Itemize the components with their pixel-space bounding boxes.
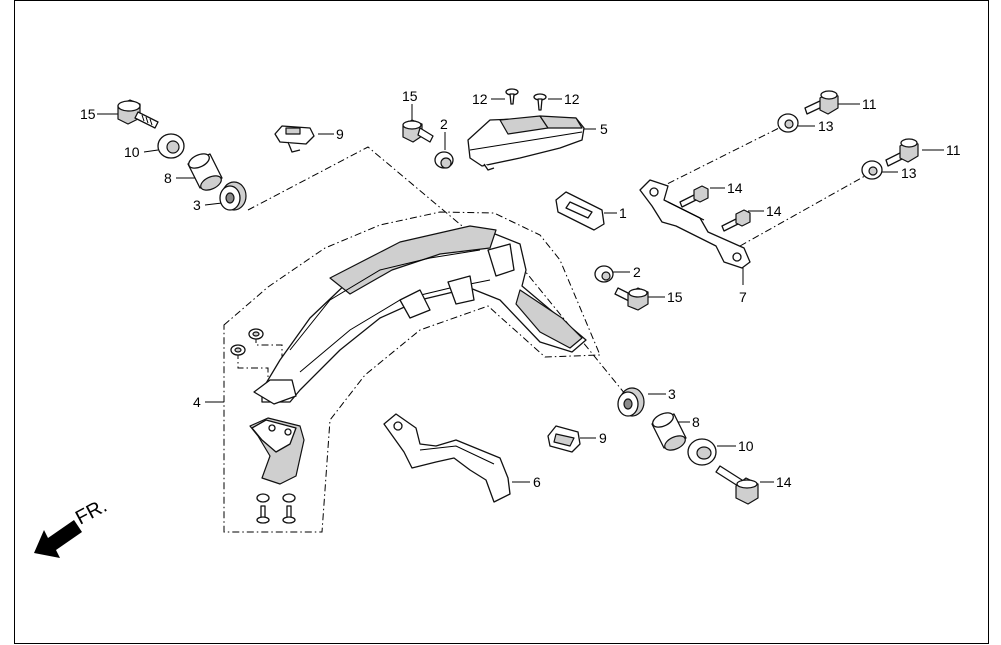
bracket-7 — [639, 179, 751, 269]
bolt-14-bracket-a — [679, 185, 709, 208]
front-direction-arrow-icon — [34, 520, 82, 558]
front-label: FR. — [72, 495, 111, 530]
part-callout-11: 11 — [946, 142, 961, 158]
part-callout-9: 9 — [336, 126, 344, 142]
flap-path — [237, 352, 269, 385]
part-callout-9: 9 — [599, 430, 607, 446]
mud-flap — [249, 379, 305, 485]
part-callout-13: 13 — [818, 118, 834, 134]
part-callout-12: 12 — [564, 91, 580, 107]
part-callout-8: 8 — [692, 414, 700, 430]
part-callout-3: 3 — [668, 386, 676, 402]
part-callout-12: 12 — [472, 91, 488, 107]
screw-bottom-left — [256, 493, 270, 524]
flange-bolt-15-center — [402, 119, 434, 143]
part-callout-15: 15 — [402, 88, 418, 104]
gasket-1 — [555, 191, 605, 231]
leader-lines — [97, 98, 944, 483]
diagram-frame — [14, 0, 989, 644]
speed-nut-clip-9-bottom — [547, 425, 581, 453]
rear-mudguard-4 — [261, 225, 587, 403]
collar-2-right — [594, 265, 614, 283]
collar-2-top — [434, 151, 454, 169]
washer-fender-a — [230, 344, 246, 356]
part-callout-14: 14 — [776, 474, 792, 490]
license-light-cover-5 — [467, 115, 585, 171]
part-callout-11: 11 — [862, 96, 877, 112]
part-callout-1: 1 — [619, 205, 627, 221]
front-direction-indicator: FR. — [34, 495, 111, 558]
screw-12-right — [533, 93, 547, 111]
bracket-path-a — [654, 124, 786, 191]
bolt-11-lower — [885, 138, 919, 167]
part-callout-3: 3 — [193, 197, 201, 213]
bracket-path-b — [739, 171, 873, 247]
washer-fender-b — [248, 328, 264, 340]
speed-nut-clip-9-top — [274, 125, 315, 153]
bracket-6 — [383, 413, 511, 503]
part-callout-14: 14 — [766, 203, 782, 219]
washer-13-lower — [861, 160, 883, 180]
part-callout-13: 13 — [901, 165, 917, 181]
part-callout-15: 15 — [667, 289, 683, 305]
part-callout-2: 2 — [440, 116, 448, 132]
bolt-path-upper — [247, 146, 506, 263]
flap-path-b — [255, 336, 283, 380]
part-callout-7: 7 — [739, 289, 747, 305]
part-callout-10: 10 — [124, 144, 140, 160]
bolt-11-upper — [804, 90, 839, 115]
flange-bolt-14-right — [715, 465, 759, 505]
collar-8-right — [651, 412, 687, 451]
bolt-14-bracket-b — [721, 209, 751, 232]
flange-bolt-15-right — [614, 287, 649, 311]
part-callout-10: 10 — [738, 438, 754, 454]
grommet-3-left — [219, 181, 247, 211]
part-callout-8: 8 — [164, 170, 172, 186]
part-callout-14: 14 — [727, 180, 743, 196]
part-callout-15: 15 — [80, 106, 96, 122]
screw-bottom-right — [282, 493, 296, 524]
washer-10-left — [157, 133, 185, 159]
part-callout-4: 4 — [193, 394, 201, 410]
part-callout-2: 2 — [633, 264, 641, 280]
mudguard-assembly-outline — [223, 211, 601, 533]
grommet-3-right — [617, 387, 645, 417]
washer-10-right — [687, 438, 717, 466]
part-callout-6: 6 — [533, 474, 541, 490]
washer-13-upper — [777, 113, 799, 133]
screw-12-left — [505, 88, 519, 105]
collar-8-left — [187, 153, 223, 191]
callout-labels: 15 10 8 3 9 15 2 12 12 5 11 13 11 13 14 … — [80, 88, 961, 490]
flange-bolt-15-left — [117, 99, 159, 129]
part-callout-5: 5 — [600, 121, 608, 137]
